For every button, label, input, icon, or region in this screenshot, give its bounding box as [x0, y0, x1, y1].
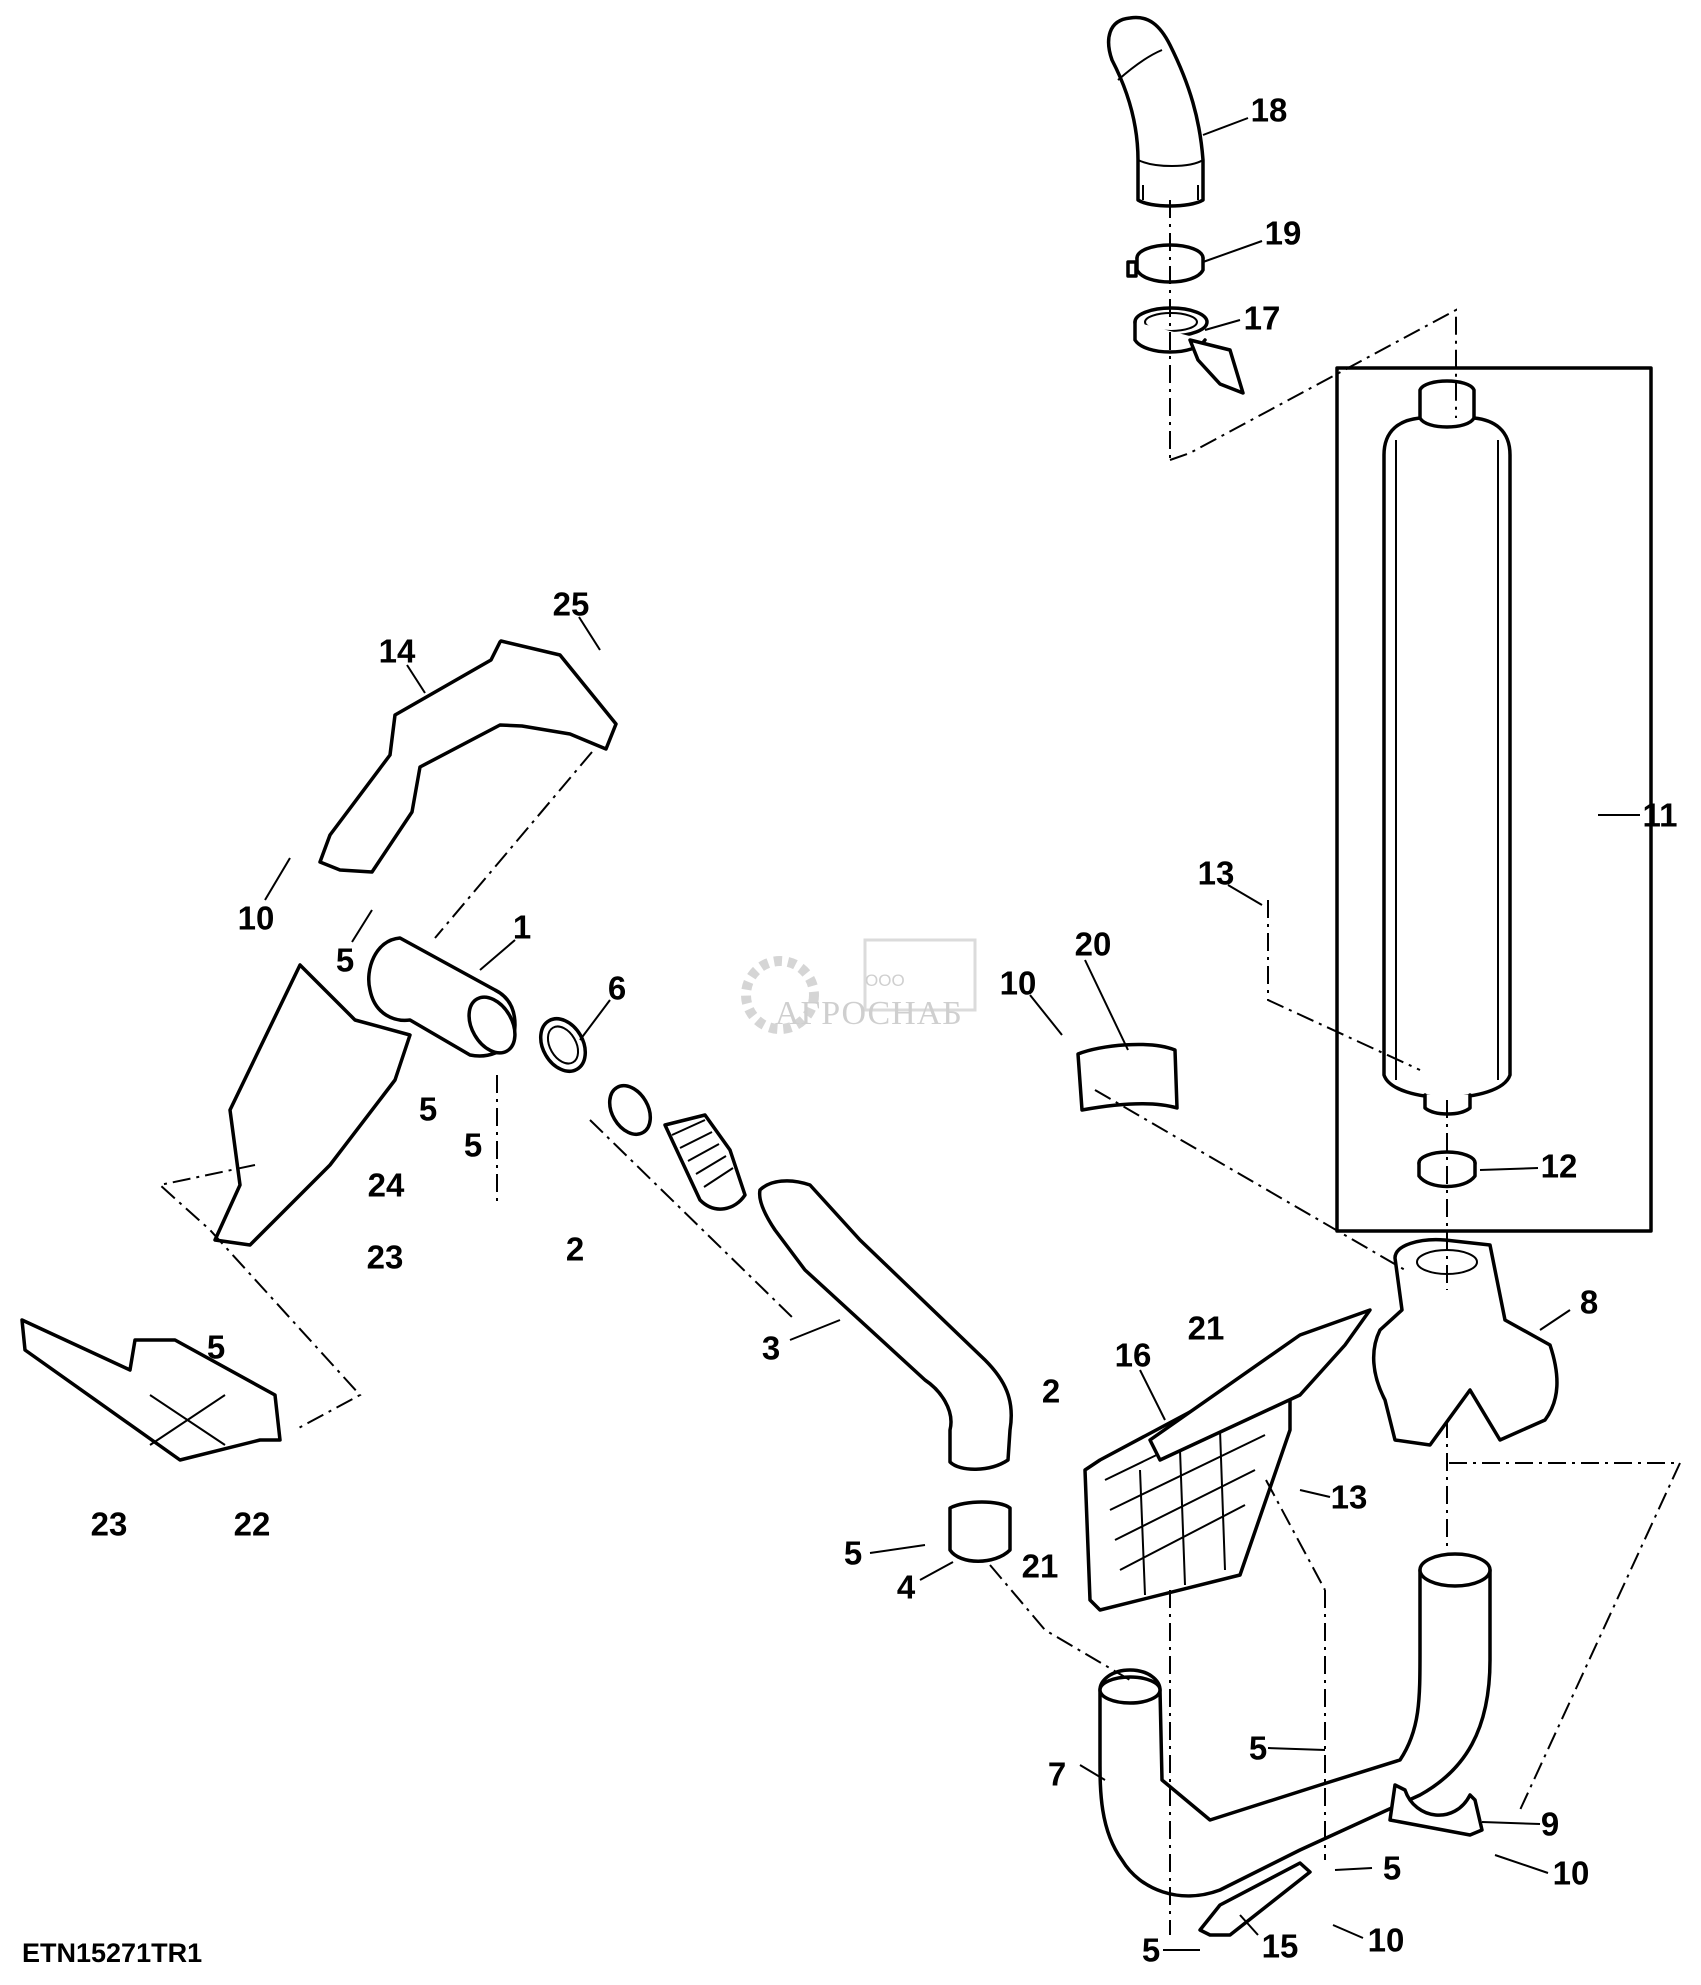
- callout-10: 10: [1367, 1921, 1405, 1959]
- callout-10: 10: [999, 964, 1037, 1002]
- callout-2: 2: [1041, 1372, 1061, 1410]
- callout-5: 5: [206, 1328, 226, 1366]
- callout-21: 21: [1021, 1547, 1059, 1585]
- callout-4: 4: [896, 1568, 916, 1606]
- part-3-tube: [757, 1179, 1013, 1471]
- assembly-lines: [157, 200, 1682, 1935]
- callout-12: 12: [1540, 1147, 1578, 1185]
- part-16-screen: [1083, 1308, 1372, 1612]
- callout-5: 5: [843, 1534, 863, 1572]
- part-19-band-clamp: [1126, 243, 1205, 284]
- callout-5: 5: [335, 941, 355, 979]
- callout-13: 13: [1330, 1478, 1368, 1516]
- callout-6: 6: [607, 969, 627, 1007]
- callout-19: 19: [1264, 214, 1302, 252]
- callout-5: 5: [463, 1126, 483, 1164]
- callout-5: 5: [1248, 1729, 1268, 1767]
- callout-1: 1: [512, 908, 532, 946]
- watermark-prefix: ООО: [865, 971, 905, 990]
- callout-10: 10: [1552, 1854, 1590, 1892]
- watermark-logo: ООО АГРОСНАБ: [735, 935, 1005, 1055]
- gear-combine-harvester-logo-icon: [741, 938, 977, 1034]
- callout-21: 21: [1187, 1309, 1225, 1347]
- part-7-lower-pipe: [1098, 1552, 1492, 1898]
- part-8-mount-bracket: [1371, 1237, 1559, 1447]
- part-1-pipe: [367, 936, 517, 1058]
- callout-23: 23: [90, 1505, 128, 1543]
- part-6-clamp: [538, 1017, 588, 1073]
- callout-17: 17: [1243, 299, 1281, 337]
- part-20-plate: [1076, 1042, 1179, 1112]
- callout-leaders: [264, 117, 1640, 1951]
- part-4-clamp: [948, 1500, 1012, 1563]
- part-22-bracket: [20, 1318, 282, 1462]
- figure-id: ETN15271TR1: [22, 1938, 203, 1968]
- part-11-muffler-frame: [1335, 366, 1653, 1233]
- callout-18: 18: [1250, 91, 1288, 129]
- callout-14: 14: [378, 632, 416, 670]
- part-18-exhaust-elbow: [1107, 15, 1205, 208]
- callout-22: 22: [233, 1505, 271, 1543]
- callout-5: 5: [1382, 1849, 1402, 1887]
- part-9-half-clamp: [1388, 1783, 1484, 1837]
- callout-11: 11: [1642, 796, 1678, 834]
- callout-16: 16: [1114, 1336, 1152, 1374]
- callout-7: 7: [1047, 1755, 1067, 1793]
- callout-10: 10: [237, 899, 275, 937]
- callout-24: 24: [367, 1166, 405, 1204]
- callout-15: 15: [1261, 1927, 1299, 1965]
- part-17-clamp-bracket: [1133, 306, 1245, 395]
- callout-2: 2: [565, 1230, 585, 1268]
- callout-5: 5: [418, 1090, 438, 1128]
- part-15-strap: [1198, 1861, 1312, 1937]
- flex-bellows: [607, 1084, 747, 1211]
- callout-23: 23: [366, 1238, 404, 1276]
- callout-8: 8: [1579, 1283, 1599, 1321]
- part-24-lower-shield: [213, 963, 412, 1247]
- callout-20: 20: [1074, 925, 1112, 963]
- callout-9: 9: [1540, 1805, 1560, 1843]
- callout-5: 5: [1141, 1931, 1161, 1969]
- callout-13: 13: [1197, 854, 1235, 892]
- part-14-heat-shield: [318, 639, 618, 874]
- part-11-muffler: [1382, 379, 1512, 1116]
- callout-25: 25: [552, 585, 590, 623]
- watermark-name: АГРОСНАБ: [775, 995, 963, 1032]
- callout-3: 3: [761, 1329, 781, 1367]
